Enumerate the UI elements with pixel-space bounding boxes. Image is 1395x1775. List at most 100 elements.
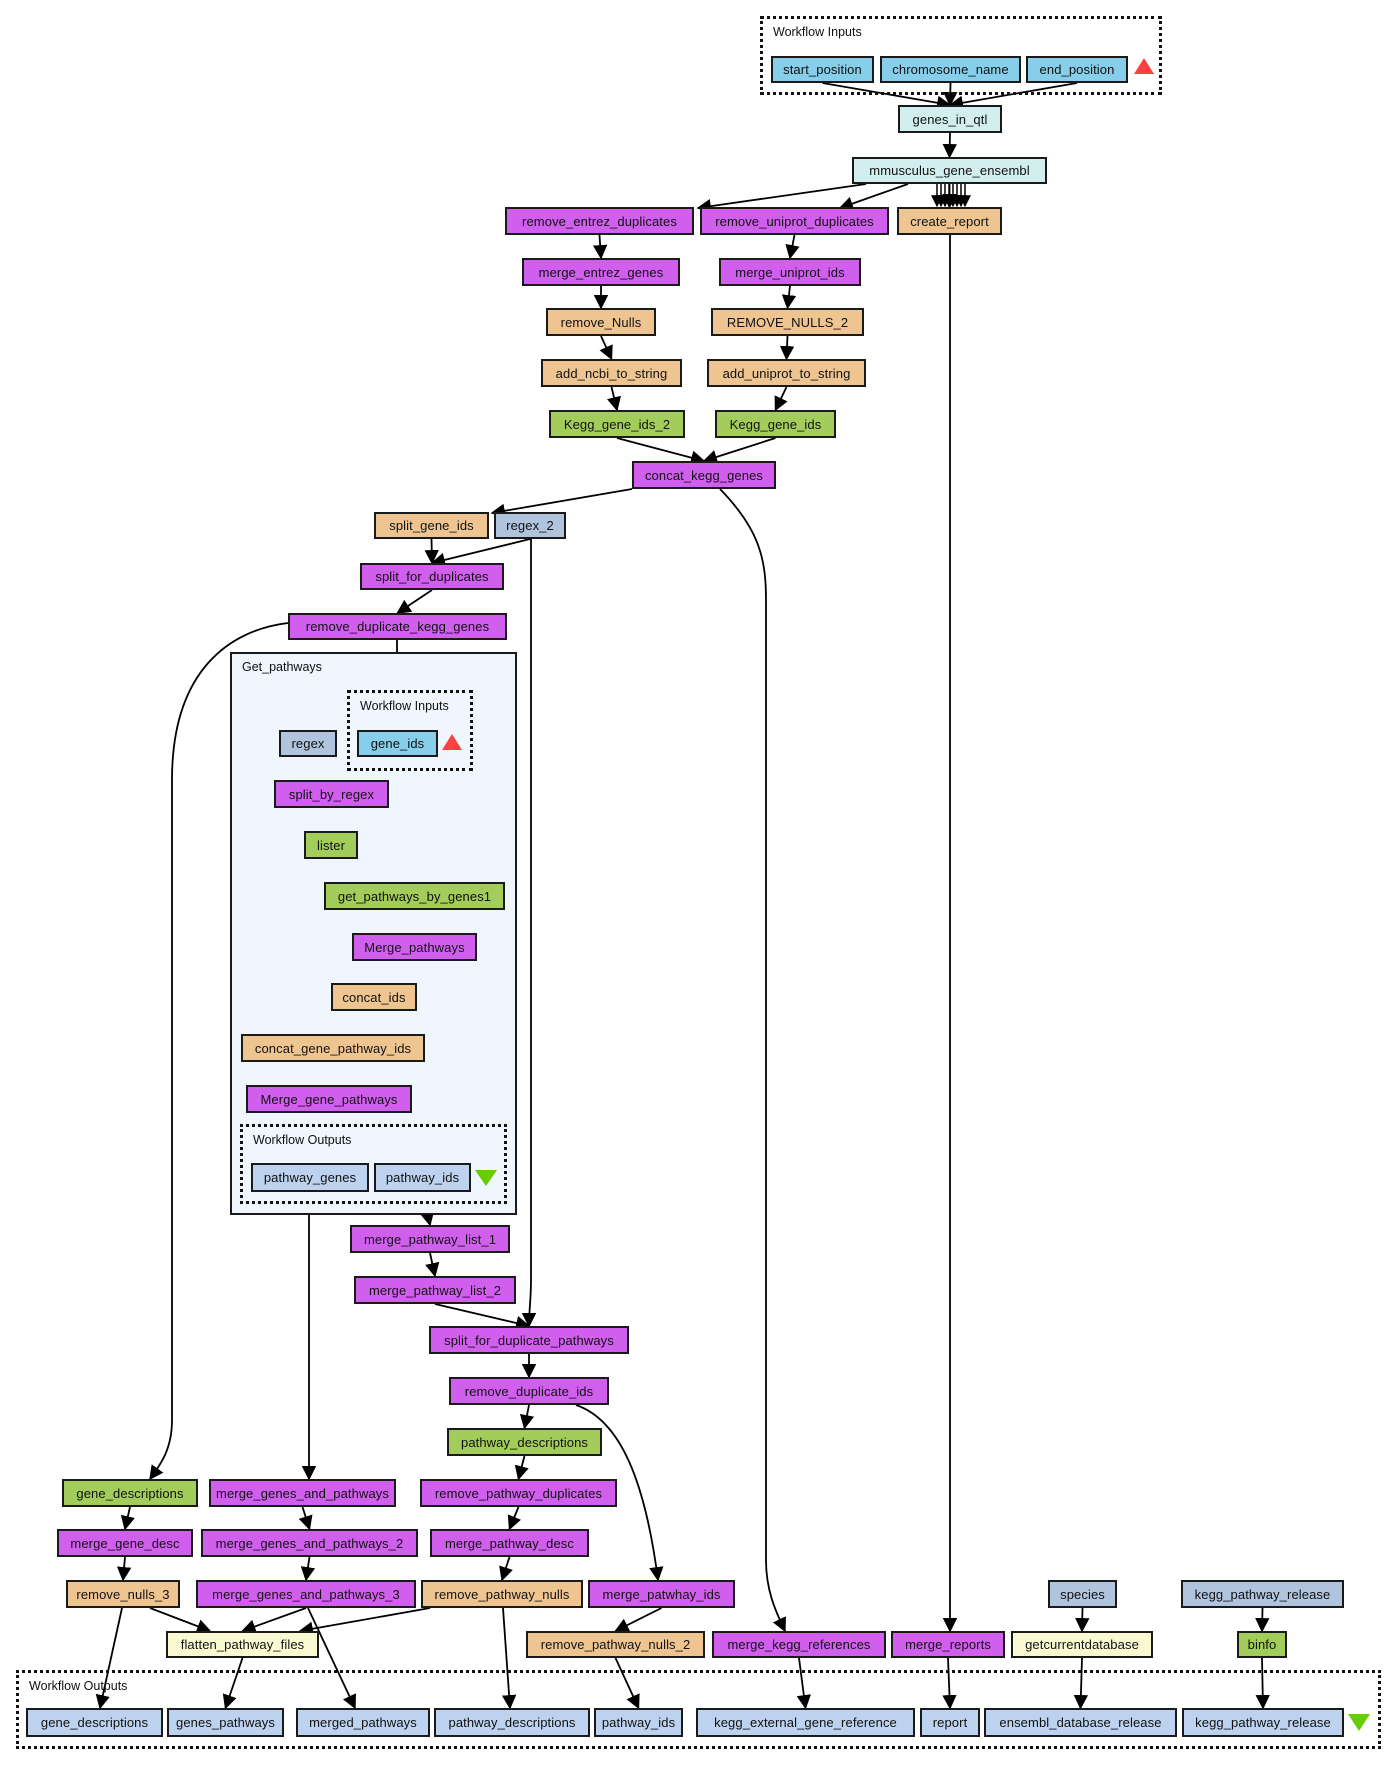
node-split-for-duplicate-pathways[interactable]: split_for_duplicate_pathways <box>429 1326 629 1354</box>
edge-merge-genes-and-pathways-2-to-merge-genes-and-pathways-3 <box>300 1556 316 1582</box>
node-create-report[interactable]: create_report <box>897 207 1002 235</box>
edge-merge-pathway-list-2-to-split-for-duplicate-pathways <box>434 1303 531 1331</box>
edge-remove-nulls-2-to-add-uniprot-to-string <box>779 335 795 361</box>
node-remove-pathway-nulls-2[interactable]: remove_pathway_nulls_2 <box>526 1631 705 1658</box>
node-split-gene-ids[interactable]: split_gene_ids <box>374 512 489 539</box>
node-merge-genes-and-pathways-3[interactable]: merge_genes_and_pathways_3 <box>196 1580 416 1608</box>
node-merge-kegg-references[interactable]: merge_kegg_references <box>712 1631 886 1658</box>
edge-merge-uniprot-ids-to-remove-nulls-2 <box>781 285 797 310</box>
subworkflow-inputs-group: Workflow Inputs <box>347 690 473 771</box>
node-merge-uniprot-ids[interactable]: merge_uniprot_ids <box>719 258 861 286</box>
node-species[interactable]: species <box>1048 1580 1117 1608</box>
node-remove-duplicate-ids[interactable]: remove_duplicate_ids <box>449 1377 609 1405</box>
workflow-outputs-group: Workflow Outputs <box>16 1670 1381 1749</box>
edge-remove-uniprot-duplicates-to-merge-uniprot-ids <box>785 234 800 260</box>
edge-concat-kegg-genes-to-split-gene-ids <box>490 488 633 518</box>
node-kegg-gene-ids[interactable]: Kegg_gene_ids <box>715 410 836 438</box>
node-merge-gene-desc[interactable]: merge_gene_desc <box>57 1529 193 1557</box>
node-start-position[interactable]: start_position <box>771 56 874 83</box>
node-merge-pathway-list-2[interactable]: merge_pathway_list_2 <box>354 1276 516 1304</box>
node-regex[interactable]: regex <box>279 730 337 757</box>
node-flatten-pathway-files[interactable]: flatten_pathway_files <box>166 1631 319 1658</box>
node-merge-pathway-list-1[interactable]: merge_pathway_list_1 <box>350 1225 510 1253</box>
node-merge-pathway-desc[interactable]: merge_pathway_desc <box>430 1529 589 1557</box>
edge-merge-pathway-desc-to-remove-pathway-nulls <box>499 1556 513 1582</box>
node-pathway-descriptions-step[interactable]: pathway_descriptions <box>447 1428 602 1456</box>
node-remove-duplicate-kegg-genes[interactable]: remove_duplicate_kegg_genes <box>288 613 507 640</box>
node-concat-kegg-genes[interactable]: concat_kegg_genes <box>632 461 776 489</box>
node-getcurrentdatabase[interactable]: getcurrentdatabase <box>1011 1631 1153 1658</box>
node-split-for-duplicates[interactable]: split_for_duplicates <box>360 563 504 590</box>
edge-split-gene-ids-to-split-for-duplicates <box>424 538 439 565</box>
node-remove-pathway-nulls[interactable]: remove_pathway_nulls <box>421 1580 583 1608</box>
node-remove-nulls-3[interactable]: remove_nulls_3 <box>66 1580 180 1608</box>
get-pathways-label: Get_pathways <box>242 660 322 674</box>
node-out-pathway-ids[interactable]: pathway_ids <box>594 1708 683 1737</box>
edge-kegg-gene-ids-to-concat-kegg-genes <box>702 437 776 464</box>
node-out-merged-pathways[interactable]: merged_pathways <box>296 1708 430 1737</box>
node-pathway-ids-sub[interactable]: pathway_ids <box>374 1163 471 1192</box>
node-genes-in-qtl[interactable]: genes_in_qtl <box>898 105 1002 133</box>
edge-remove-duplicate-ids-to-pathway-descriptions-step <box>519 1404 535 1430</box>
node-lister[interactable]: lister <box>304 831 358 859</box>
edge-mmusculus-gene-ensembl-to-remove-uniprot-duplicates <box>838 183 909 211</box>
node-add-ncbi-to-string[interactable]: add_ncbi_to_string <box>541 359 682 387</box>
subworkflow-outputs-group: Workflow Outputs <box>240 1124 507 1204</box>
node-remove-nulls[interactable]: remove_Nulls <box>546 308 656 336</box>
node-out-pathway-descriptions[interactable]: pathway_descriptions <box>434 1708 590 1737</box>
node-remove-entrez-duplicates[interactable]: remove_entrez_duplicates <box>505 207 694 235</box>
edge-concat-kegg-genes-to-merge-kegg-references <box>719 488 786 1633</box>
node-remove-uniprot-duplicates[interactable]: remove_uniprot_duplicates <box>700 207 889 235</box>
node-kegg-pathway-release-in[interactable]: kegg_pathway_release <box>1181 1580 1344 1608</box>
edge-mmusculus-gene-ensembl-to-remove-entrez-duplicates <box>696 183 867 214</box>
node-out-kegg-external-gene-reference[interactable]: kegg_external_gene_reference <box>696 1708 915 1737</box>
edge-remove-pathway-duplicates-to-merge-pathway-desc <box>507 1506 522 1531</box>
node-remove-pathway-duplicates[interactable]: remove_pathway_duplicates <box>420 1479 617 1507</box>
output-marker-icon <box>1348 1714 1370 1731</box>
node-merge-gene-pathways[interactable]: Merge_gene_pathways <box>246 1085 412 1113</box>
node-merge-patwhay-ids[interactable]: merge_patwhay_ids <box>588 1580 735 1608</box>
node-mmusculus-gene-ensembl[interactable]: mmusculus_gene_ensembl <box>852 157 1047 184</box>
node-kegg-gene-ids-2[interactable]: Kegg_gene_ids_2 <box>549 410 685 438</box>
edge-merge-genes-and-pathways-to-merge-genes-and-pathways-2 <box>298 1506 313 1531</box>
edge-split-for-duplicates-to-remove-duplicate-kegg-genes <box>396 589 433 614</box>
node-merge-pathways[interactable]: Merge_pathways <box>352 933 477 961</box>
node-out-report[interactable]: report <box>920 1708 980 1737</box>
node-out-ensembl-database-release[interactable]: ensembl_database_release <box>984 1708 1177 1737</box>
node-merge-genes-and-pathways[interactable]: merge_genes_and_pathways <box>209 1479 396 1507</box>
edge-add-ncbi-to-string-to-kegg-gene-ids-2 <box>606 386 621 412</box>
node-add-uniprot-to-string[interactable]: add_uniprot_to_string <box>707 359 866 387</box>
node-merge-reports[interactable]: merge_reports <box>891 1631 1005 1658</box>
node-concat-gene-pathway-ids[interactable]: concat_gene_pathway_ids <box>241 1034 425 1062</box>
edge-add-uniprot-to-string-to-kegg-gene-ids <box>774 386 788 412</box>
node-gene-descriptions-step[interactable]: gene_descriptions <box>62 1479 198 1507</box>
node-out-kegg-pathway-release[interactable]: kegg_pathway_release <box>1182 1708 1344 1737</box>
edge-merge-gene-desc-to-remove-nulls-3 <box>116 1556 132 1582</box>
subworkflow-input-marker-icon <box>442 734 462 750</box>
workflow-inputs-label: Workflow Inputs <box>773 25 862 39</box>
edge-pathway-descriptions-step-to-remove-pathway-duplicates <box>514 1455 529 1481</box>
subworkflow-inputs-label: Workflow Inputs <box>360 699 449 713</box>
edge-merge-patwhay-ids-to-remove-pathway-nulls-2 <box>614 1607 662 1632</box>
subworkflow-output-marker-icon <box>475 1170 497 1186</box>
node-remove-nulls-2[interactable]: REMOVE_NULLS_2 <box>711 308 864 336</box>
edge-regex-2-to-split-for-duplicate-pathways <box>521 539 537 1328</box>
edge-species-to-getcurrentdatabase <box>1075 1607 1090 1633</box>
edge-genes-in-qtl-to-mmusculus-gene-ensembl <box>942 132 957 159</box>
node-regex-2[interactable]: regex_2 <box>494 512 566 539</box>
node-gene-ids[interactable]: gene_ids <box>357 730 438 757</box>
node-merge-genes-and-pathways-2[interactable]: merge_genes_and_pathways_2 <box>201 1529 418 1557</box>
edge-gene-descriptions-step-to-merge-gene-desc <box>120 1506 135 1531</box>
node-binfo[interactable]: binfo <box>1237 1631 1287 1658</box>
workflow-outputs-label: Workflow Outputs <box>29 1679 128 1693</box>
node-pathway-genes[interactable]: pathway_genes <box>251 1163 369 1192</box>
node-split-by-regex[interactable]: split_by_regex <box>274 780 389 808</box>
node-merge-entrez-genes[interactable]: merge_entrez_genes <box>522 258 680 286</box>
node-concat-ids[interactable]: concat_ids <box>331 983 417 1011</box>
node-out-gene-descriptions[interactable]: gene_descriptions <box>26 1708 163 1737</box>
node-out-genes-pathways[interactable]: genes_pathways <box>167 1708 284 1737</box>
node-end-position[interactable]: end_position <box>1026 56 1128 83</box>
node-chromosome-name[interactable]: chromosome_name <box>880 56 1021 83</box>
node-get-pathways-by-genes1[interactable]: get_pathways_by_genes1 <box>324 882 505 910</box>
